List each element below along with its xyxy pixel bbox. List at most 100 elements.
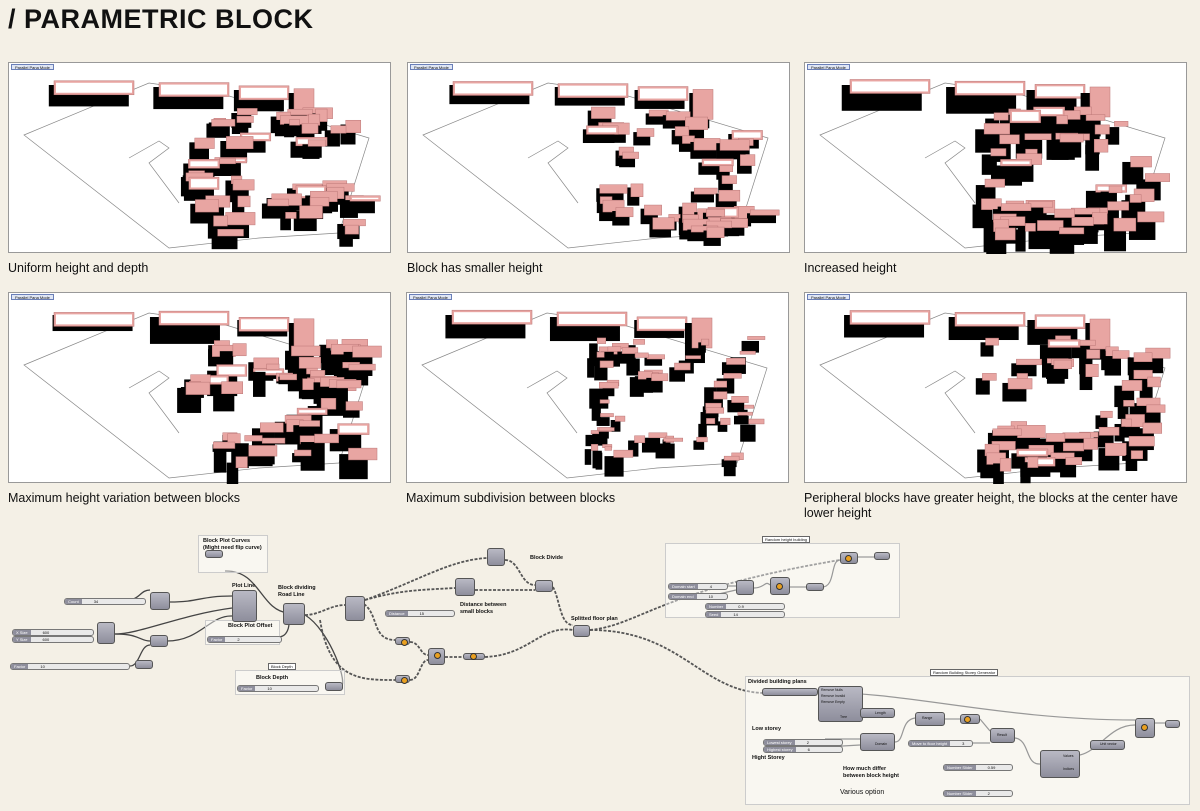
block [591,444,599,451]
block [994,227,1016,241]
component-node[interactable] [150,635,168,647]
component-node[interactable] [990,728,1015,743]
block-shadow [1117,404,1129,419]
component-icon [776,583,783,590]
block [1024,133,1052,141]
block [596,337,606,344]
block-shadow [226,462,239,484]
block [744,404,754,409]
block [1094,124,1110,135]
block [344,224,359,235]
slider-label: Number Slider [944,765,976,770]
block [731,396,749,403]
courtyard [704,160,732,164]
block-shadow [602,384,615,397]
block [693,187,718,195]
courtyard [56,314,132,325]
block [259,422,284,433]
block-shadow [740,424,756,442]
component-node[interactable] [283,603,305,625]
slider-value: 10 [267,686,272,691]
block [591,106,616,119]
block [590,430,600,435]
block-shadow [1114,423,1125,442]
slider-value: 14 [733,612,738,617]
component-node[interactable] [818,686,863,722]
component-node[interactable] [150,592,170,610]
block [1145,173,1170,182]
component-node[interactable] [762,688,818,696]
block [720,417,731,425]
block-shadow [1011,363,1037,377]
component-node[interactable] [860,733,895,751]
component-node[interactable] [205,550,223,558]
block-shadow [592,432,608,446]
block-shadow [610,419,621,432]
component-node[interactable] [345,596,365,621]
block [1086,349,1101,359]
component-node[interactable] [874,552,890,560]
block [211,119,236,127]
component-node[interactable] [455,578,475,596]
component-node[interactable] [487,548,505,566]
component-node[interactable] [1165,720,1180,728]
component-node[interactable] [535,580,553,592]
block-shadow [698,342,706,353]
component-node[interactable] [1040,750,1080,778]
component-node[interactable] [1090,740,1125,750]
component-node[interactable] [232,590,257,622]
component-node[interactable] [736,580,754,595]
component-node[interactable] [860,708,895,718]
block [739,350,756,355]
block-shadow [1051,139,1075,160]
slider-label: Highest storey [764,747,796,752]
block-shadow [655,443,675,459]
panel-caption: Maximum height variation between blocks [8,491,241,505]
block [634,352,649,358]
block [985,337,999,346]
courtyard [299,410,326,413]
block [348,363,376,371]
component-node[interactable] [915,712,945,726]
block [1105,442,1127,456]
block [740,154,756,166]
block-shadow [587,358,595,378]
block-shadow [1122,161,1144,185]
block-shadow [211,233,238,250]
block [1001,203,1032,211]
slider-value: 600 [42,637,50,642]
massing-view-5: Parallel Pana Mode [406,292,789,483]
component-node[interactable] [573,625,590,637]
slider-value: 2 [806,740,809,745]
block [599,360,614,368]
courtyard [588,127,617,133]
component-node[interactable] [325,682,343,691]
massing-drawing [23,310,382,484]
courtyard [1037,316,1083,327]
component-node[interactable] [135,660,153,669]
block-shadow [980,342,994,357]
slider-value: 15 [419,611,425,616]
block-shadow [596,417,610,426]
slider-value: 34 [93,599,99,604]
component-node[interactable] [806,583,824,591]
component-node[interactable] [97,622,115,644]
block-shadow [302,144,320,159]
block [237,195,251,208]
